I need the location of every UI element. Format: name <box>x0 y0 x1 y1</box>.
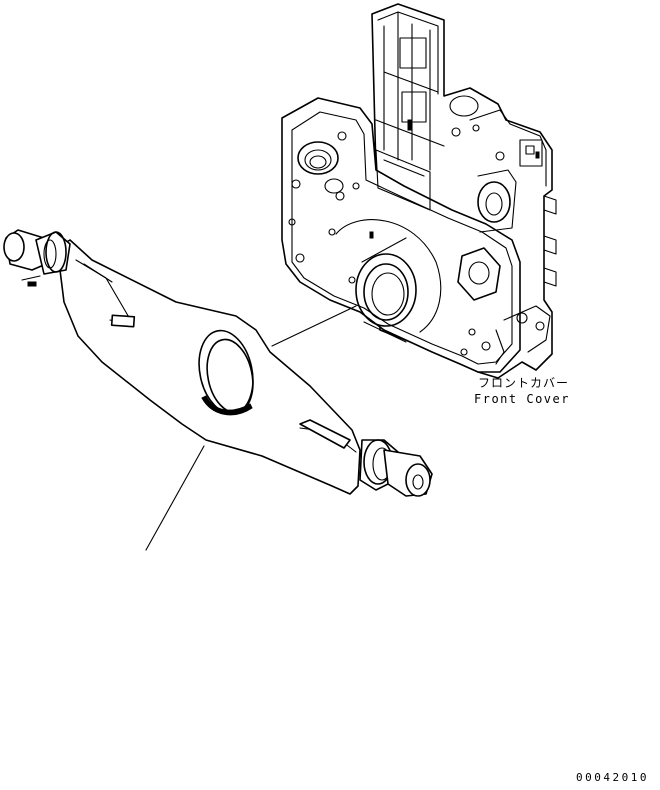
front-cover-label-en: Front Cover <box>474 392 570 406</box>
drawing-number: 00042010 <box>576 771 649 784</box>
front-cover-part <box>281 3 557 379</box>
leader-lines <box>145 305 357 551</box>
front-cover-label-jp: フロントカバー <box>478 376 570 390</box>
balancer-arm-part <box>3 229 433 497</box>
